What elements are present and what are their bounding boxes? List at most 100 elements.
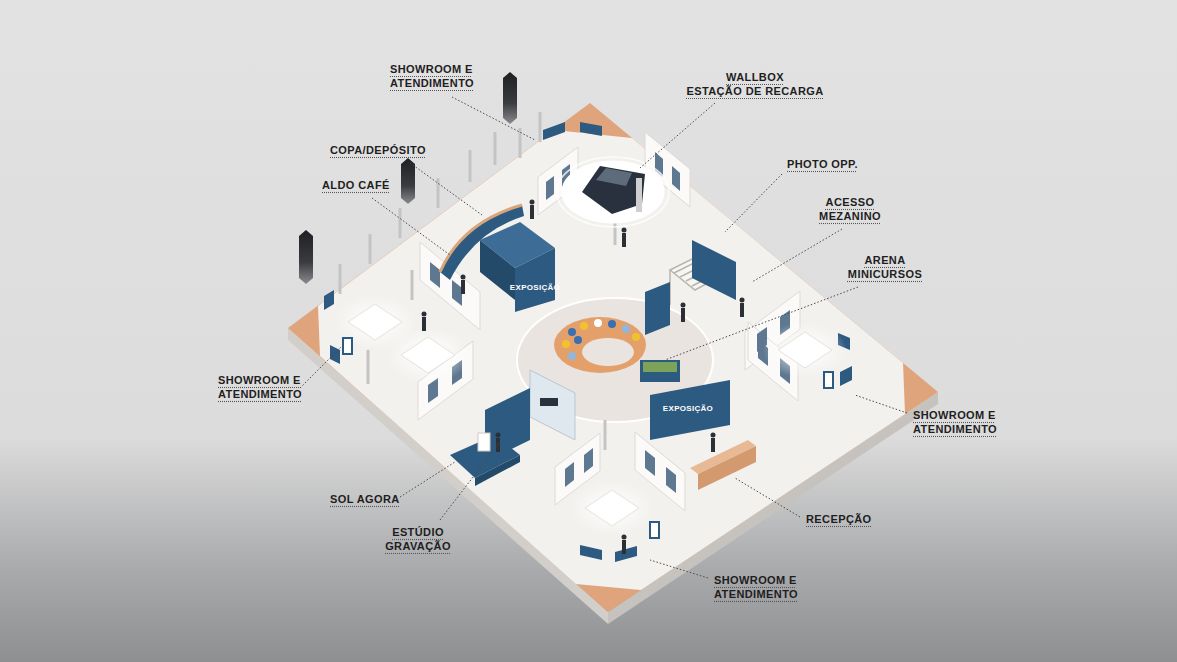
person bbox=[711, 433, 716, 438]
arena bbox=[608, 320, 616, 328]
wall-frame bbox=[645, 450, 655, 476]
totem bbox=[299, 230, 313, 284]
leader-line bbox=[452, 97, 535, 140]
leader-line bbox=[725, 174, 782, 232]
callout-label: COPA/DEPÓSITO bbox=[330, 143, 426, 157]
wall-frame bbox=[428, 152, 790, 493]
pole bbox=[494, 132, 497, 165]
exposition-panel bbox=[650, 380, 730, 440]
leader-line bbox=[855, 395, 907, 413]
person bbox=[530, 205, 534, 219]
person bbox=[740, 303, 744, 317]
pole bbox=[437, 178, 440, 208]
sofa bbox=[543, 122, 565, 140]
floor bbox=[288, 103, 938, 624]
arena bbox=[554, 317, 680, 382]
person bbox=[461, 275, 466, 280]
pole bbox=[539, 112, 542, 142]
studio bbox=[540, 398, 558, 406]
light-cube bbox=[763, 322, 847, 378]
car-platform bbox=[557, 157, 669, 227]
person bbox=[422, 200, 745, 555]
person bbox=[622, 540, 626, 554]
pole bbox=[399, 208, 402, 238]
person bbox=[422, 317, 426, 331]
car-platform bbox=[557, 157, 669, 227]
callout-label: RECEPÇÃO bbox=[806, 512, 872, 526]
panel-label: EXPOSIÇÃO bbox=[663, 404, 713, 414]
leader-line bbox=[300, 346, 342, 388]
car-platform bbox=[636, 178, 642, 212]
studio bbox=[530, 370, 575, 440]
wall-frame bbox=[546, 176, 554, 200]
callout-label: SHOWROOM E ATENDIMENTO bbox=[218, 373, 302, 401]
leader-line bbox=[410, 163, 482, 215]
pole bbox=[339, 264, 342, 294]
callout-label: PHOTO OPP. bbox=[787, 157, 858, 171]
arena bbox=[632, 333, 640, 341]
screen bbox=[343, 338, 352, 354]
arena bbox=[640, 360, 680, 382]
person bbox=[461, 280, 465, 294]
person bbox=[622, 228, 627, 233]
pole bbox=[369, 234, 372, 264]
panel-label: EXPOSIÇÃO bbox=[510, 283, 560, 293]
callout-label: ARENA MINICURSOS bbox=[848, 253, 922, 281]
light-cube bbox=[570, 480, 654, 536]
pole bbox=[604, 420, 607, 450]
arena bbox=[622, 325, 630, 333]
leader-line bbox=[300, 97, 907, 578]
person bbox=[422, 312, 427, 317]
reception-desk bbox=[698, 446, 756, 490]
callout-label: SOL AGORA bbox=[330, 492, 400, 506]
person bbox=[740, 298, 745, 303]
arena bbox=[554, 317, 646, 373]
light-cube bbox=[386, 327, 470, 383]
pole bbox=[469, 150, 472, 182]
screen bbox=[650, 522, 659, 538]
floor bbox=[318, 130, 905, 590]
screen bbox=[824, 372, 833, 388]
mezzanine-panel bbox=[645, 240, 736, 335]
mezzanine-panel bbox=[692, 240, 736, 300]
arena bbox=[574, 336, 582, 344]
callout-label: ACESSO MEZANINO bbox=[819, 195, 881, 223]
light-cube bbox=[348, 304, 402, 340]
person bbox=[622, 535, 627, 540]
sol-agora-desk bbox=[450, 433, 520, 486]
callout-label: SHOWROOM E ATENDIMENTO bbox=[714, 573, 798, 601]
leader-line bbox=[440, 442, 500, 520]
sofa bbox=[324, 290, 334, 310]
person bbox=[681, 303, 686, 308]
sol-agora-desk bbox=[475, 455, 520, 486]
totem bbox=[401, 158, 415, 204]
exposition-cube bbox=[480, 240, 515, 300]
wall-frame bbox=[655, 152, 663, 177]
arena bbox=[643, 362, 677, 372]
exposition-cube bbox=[480, 222, 555, 312]
callout-label: WALLBOX ESTAÇÃO DE RECARGA bbox=[686, 70, 823, 98]
light-cube bbox=[585, 490, 639, 526]
pole bbox=[367, 350, 370, 384]
person bbox=[496, 433, 501, 438]
wall-frame bbox=[452, 280, 462, 306]
leader-line bbox=[665, 287, 858, 360]
car-platform bbox=[596, 168, 632, 186]
callout-label: ALDO CAFÉ bbox=[322, 178, 390, 192]
sofa bbox=[330, 345, 340, 364]
light-cube bbox=[401, 337, 455, 373]
arena bbox=[582, 338, 634, 366]
arena bbox=[594, 319, 602, 327]
sol-agora-desk bbox=[478, 433, 490, 451]
light-cube bbox=[778, 332, 832, 368]
arena bbox=[568, 328, 576, 336]
exposition-cube bbox=[515, 248, 555, 312]
mezzanine-panel bbox=[645, 282, 670, 335]
sofa bbox=[840, 366, 852, 386]
leader-line bbox=[735, 478, 800, 517]
arena bbox=[580, 322, 588, 330]
person bbox=[681, 308, 685, 322]
callout-label: SHOWROOM E ATENDIMENTO bbox=[913, 408, 997, 436]
